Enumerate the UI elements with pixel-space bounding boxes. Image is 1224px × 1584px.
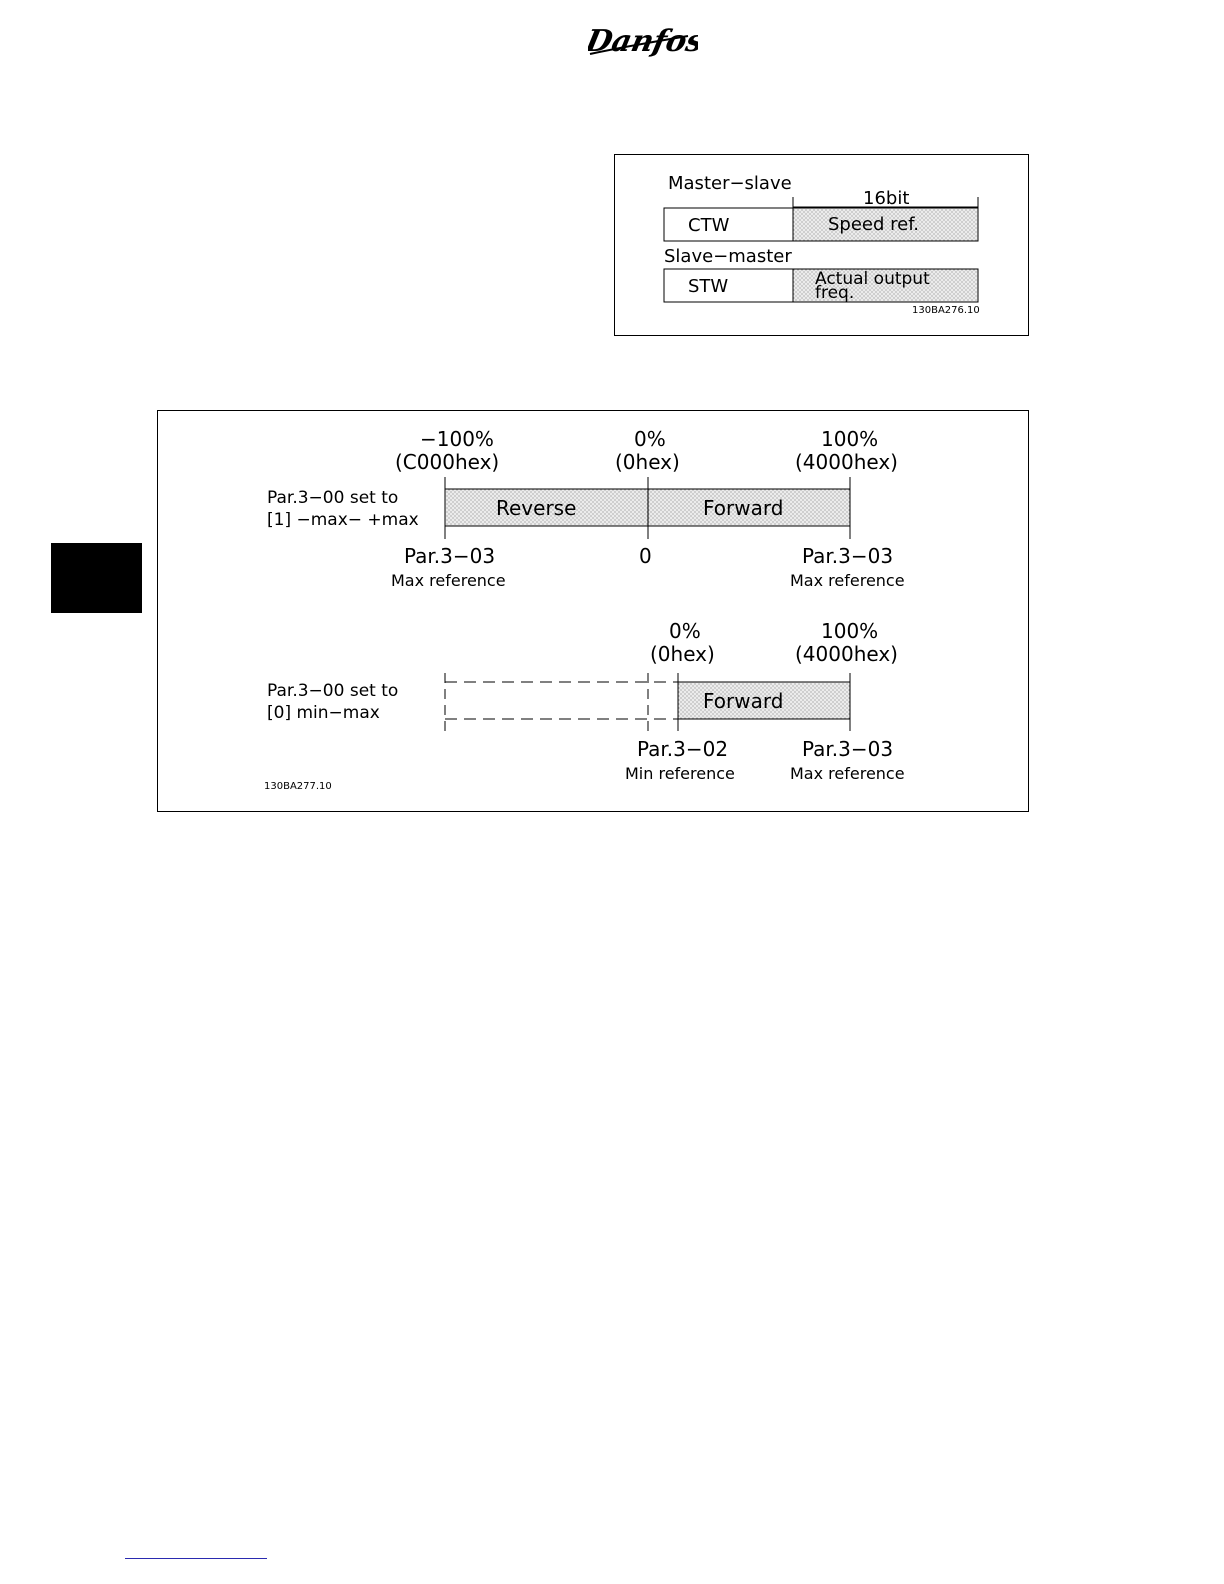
bottom-right-desc: Max reference [790, 764, 905, 783]
logo-text: Danfoss [588, 24, 698, 59]
freq-label: freq. [815, 283, 854, 303]
top-bottom-left-desc: Max reference [391, 571, 506, 590]
slave-master-label: Slave−master [664, 246, 792, 267]
top-bottom-mid: 0 [639, 544, 652, 568]
bottom-right-hex: (4000hex) [795, 642, 898, 666]
bottom-right-par: Par.3−03 [802, 737, 893, 761]
bottom-right-percent: 100% [821, 619, 878, 643]
reference-scaling-figure: −100% (C000hex) 0% (0hex) 100% (4000hex)… [157, 410, 1029, 812]
bottom-mid-desc: Min reference [625, 764, 735, 783]
speed-ref-label: Speed ref. [828, 214, 919, 235]
top-mid-percent: 0% [634, 427, 666, 451]
speed-ref-box [792, 207, 979, 242]
top-right-percent: 100% [821, 427, 878, 451]
stw-box [663, 268, 794, 303]
master-slave-label: Master−slave [668, 173, 792, 194]
reverse-range-bar [444, 488, 649, 527]
telegram-structure-figure: Master−slave 16bit CTW Speed ref. Slave−… [614, 154, 1029, 336]
danfoss-logo-icon: Danfoss [588, 24, 698, 59]
stw-label: STW [688, 276, 728, 297]
top-param-line1: Par.3−00 set to [267, 488, 398, 508]
top-param-line2: [1] −max− +max [267, 510, 419, 530]
top-left-hex: (C000hex) [395, 450, 499, 474]
bottom-mid-hex: (0hex) [650, 642, 715, 666]
reverse-label: Reverse [496, 496, 576, 520]
forward-range-bar-top [647, 488, 851, 527]
forward-label-bottom: Forward [703, 689, 783, 713]
actual-output-label: Actual output [815, 269, 930, 289]
bottom-param-line1: Par.3−00 set to [267, 681, 398, 701]
forward-range-bar-bottom [677, 681, 851, 720]
figure-code: 130BA277.10 [264, 781, 332, 792]
bit-length-label: 16bit [863, 188, 909, 209]
figure-code: 130BA276.10 [912, 305, 980, 316]
top-bottom-right-desc: Max reference [790, 571, 905, 590]
bottom-mid-par: Par.3−02 [637, 737, 728, 761]
footer-link-underline[interactable] [125, 1558, 267, 1559]
ctw-label: CTW [688, 215, 730, 236]
forward-label-top: Forward [703, 496, 783, 520]
top-bottom-right-par: Par.3−03 [802, 544, 893, 568]
top-right-hex: (4000hex) [795, 450, 898, 474]
chapter-tab-marker [51, 543, 142, 613]
ctw-box [663, 207, 794, 242]
bottom-mid-percent: 0% [669, 619, 701, 643]
top-left-percent: −100% [420, 427, 494, 451]
top-mid-hex: (0hex) [615, 450, 680, 474]
top-bottom-left-par: Par.3−03 [404, 544, 495, 568]
actual-output-box [792, 268, 979, 303]
bottom-param-line2: [0] min−max [267, 703, 380, 723]
